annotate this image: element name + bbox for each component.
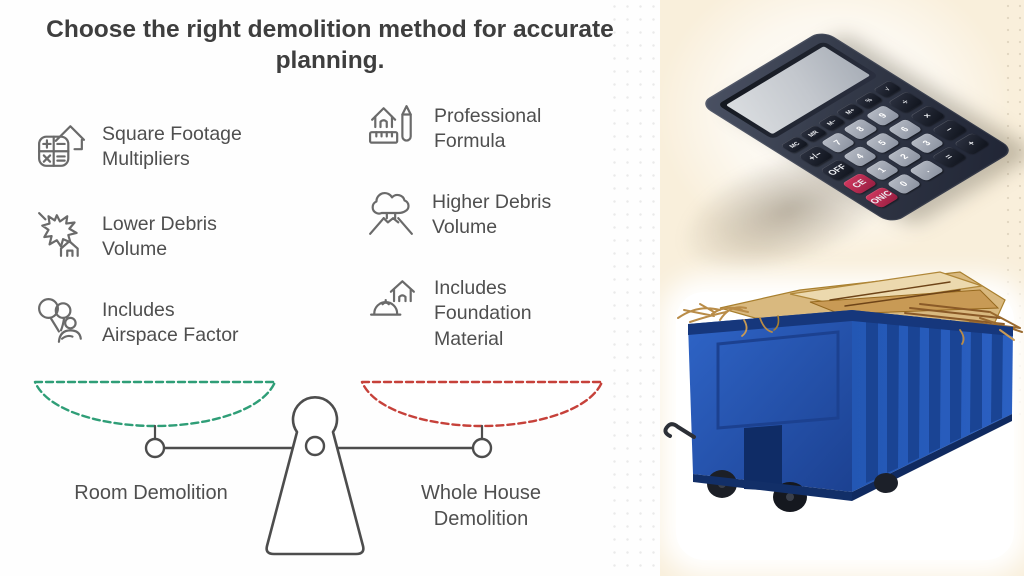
debris-explosion-icon xyxy=(38,212,79,257)
scale-left-bowl xyxy=(33,380,277,428)
wood-debris xyxy=(677,271,1023,333)
feature-professional-formula: Professional Formula xyxy=(368,102,541,155)
scale-pivot xyxy=(265,396,365,556)
balloons-person-icon xyxy=(38,298,82,343)
scale-right-bowl xyxy=(360,380,604,428)
feature-label: Includes Foundation Material xyxy=(434,277,532,350)
scale-right-joint xyxy=(471,437,493,459)
feature-airspace: Includes Airspace Factor xyxy=(36,296,239,349)
page-title: Choose the right demolition method for a… xyxy=(46,16,614,75)
calc-key: ON/C xyxy=(863,186,900,209)
dumpster-body xyxy=(663,310,1013,512)
scale-left-label: Room Demolition xyxy=(74,482,228,504)
content-panel: Choose the right demolition method for a… xyxy=(0,0,660,576)
scale-pivot-hole xyxy=(304,435,326,457)
photo-panel: MC MR M− M+ % √ +/− 7 8 9 ÷ OFF 4 5 6 xyxy=(660,0,1024,576)
feature-lower-debris: Lower Debris Volume xyxy=(36,210,217,263)
feature-square-footage: Square Footage Multipliers xyxy=(36,120,242,173)
feature-label: Professional Formula xyxy=(434,105,542,153)
eruption-cloud-icon xyxy=(369,191,413,235)
feature-label: Higher Debris Volume xyxy=(432,191,552,239)
balance-scale: Room Demolition Whole House Demolition xyxy=(0,370,660,576)
calc-key: + xyxy=(953,132,990,155)
scale-right-label: Whole House Demolition xyxy=(420,482,542,530)
feature-label: Includes Airspace Factor xyxy=(102,299,239,347)
feature-label: Lower Debris Volume xyxy=(102,213,217,261)
house-calculator-icon xyxy=(38,125,86,167)
house-hardhat-icon xyxy=(370,280,415,316)
wood-debris-front xyxy=(741,315,1015,345)
dumpster-image xyxy=(663,271,1023,512)
dot-texture xyxy=(608,0,660,576)
feature-higher-debris: Higher Debris Volume xyxy=(366,188,551,241)
feature-label: Square Footage Multipliers xyxy=(102,123,242,171)
house-pencil-ruler-icon xyxy=(368,105,412,144)
scale-left-joint xyxy=(144,437,166,459)
feature-foundation-material: Includes Foundation Material xyxy=(368,274,532,352)
